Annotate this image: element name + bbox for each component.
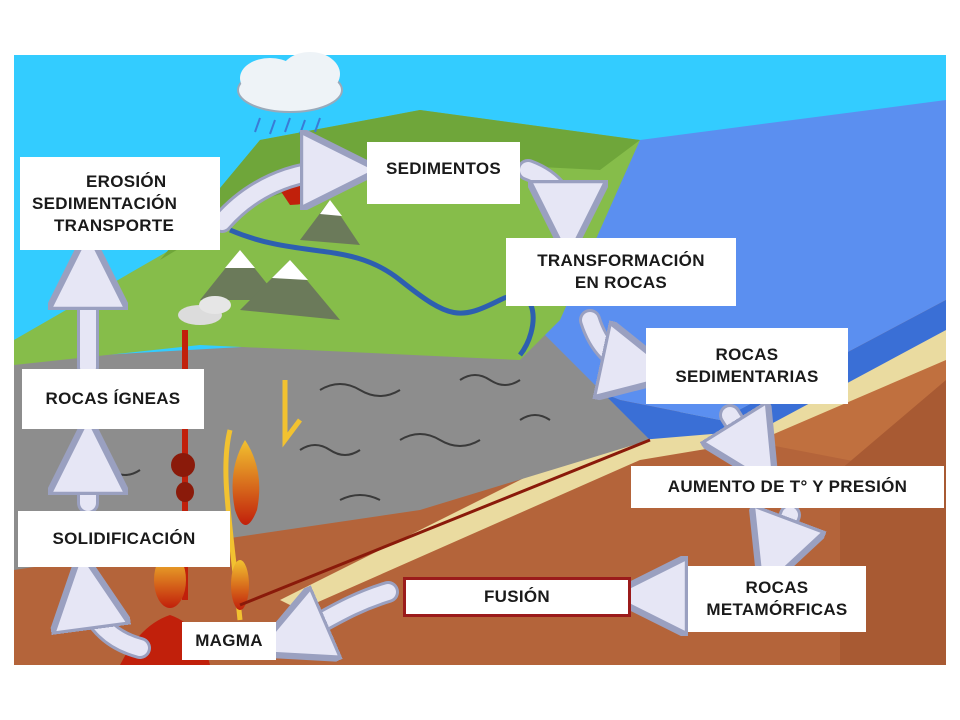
temperature-pressure-label-text: AUMENTO DE T° Y PRESIÓN (667, 477, 908, 496)
sedimentary-rocks-label-line-2: SEDIMENTARIAS (675, 367, 819, 386)
transformation-label-line-1: TRANSFORMACIÓN (537, 251, 705, 270)
erosion-label: EROSIÓN SEDIMENTACIÓN TRANSPORTE (20, 157, 220, 250)
land-ridge (160, 110, 640, 260)
metamorphic-rocks-label-line-1: ROCAS (745, 578, 809, 597)
magma-label: MAGMA (182, 622, 276, 660)
sea-front (520, 300, 946, 440)
igneous-rocks-label: ROCAS ÍGNEAS (22, 369, 204, 429)
sedimentary-rocks-label: ROCAS SEDIMENTARIAS (646, 328, 848, 404)
solidification-label: SOLIDIFICACIÓN (18, 511, 230, 567)
sediments-label-text: SEDIMENTOS (385, 159, 502, 178)
magma-label-text: MAGMA (195, 631, 263, 650)
fusion-label-text: FUSIÓN (483, 587, 551, 606)
rain (254, 117, 321, 135)
transformation-label-line-2: EN ROCAS (574, 273, 668, 292)
temperature-pressure-label: AUMENTO DE T° Y PRESIÓN (631, 466, 944, 508)
igneous-rocks-label-text: ROCAS ÍGNEAS (45, 389, 181, 408)
erosion-label-line-1: EROSIÓN (86, 171, 167, 191)
subduction-line (239, 438, 651, 607)
cycle-arrows-fill (86, 170, 790, 648)
sediments-label: SEDIMENTOS (367, 142, 520, 204)
cloud (237, 52, 343, 113)
river (229, 227, 536, 357)
metamorphic-rocks-label-line-2: METAMÓRFICAS (706, 600, 848, 619)
erosion-label-line-2: SEDIMENTACIÓN (32, 193, 178, 213)
volcano-smoke (178, 296, 231, 325)
fusion-label: FUSIÓN (403, 577, 631, 617)
transformation-label: TRANSFORMACIÓN EN ROCAS (506, 238, 736, 306)
earth-side-face (840, 380, 946, 665)
sedimentary-rocks-label-line-1: ROCAS (715, 345, 779, 364)
erosion-label-line-3: TRANSPORTE (54, 215, 175, 235)
solidification-label-text: SOLIDIFICACIÓN (52, 529, 196, 548)
metamorphic-rocks-label: ROCAS METAMÓRFICAS (688, 566, 866, 632)
mountains (200, 200, 360, 320)
